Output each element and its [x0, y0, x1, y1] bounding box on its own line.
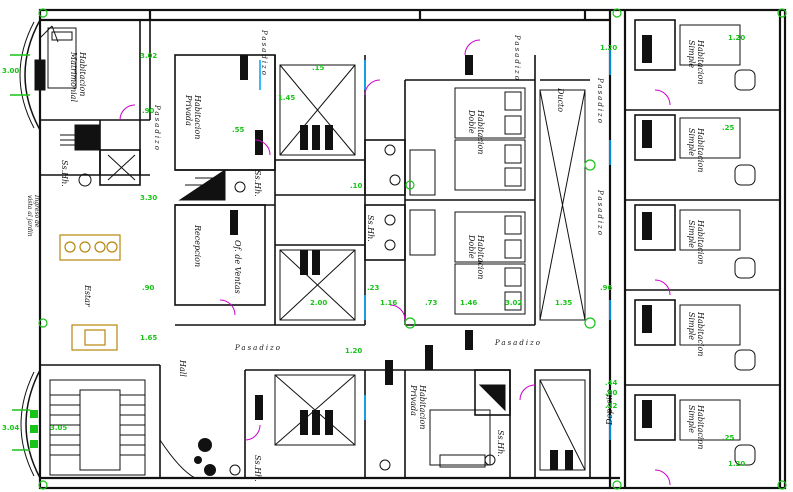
dim-90b: .90 — [142, 284, 155, 292]
estar-label: Estar — [83, 284, 92, 308]
dim-302b: 3.02 — [505, 299, 522, 307]
dim-200: 2.00 — [310, 299, 327, 307]
pasadizo-label-3: Pasadizo — [513, 34, 521, 82]
simple-1-label: Habitacion Simple — [687, 39, 705, 87]
privada-stair — [178, 169, 226, 201]
dim-120-right2: 1.20 — [728, 460, 745, 468]
dim-96: .96 — [600, 284, 613, 292]
dim-120-mid: 1.20 — [600, 44, 617, 52]
simple-5-label: Habitacion Simple — [687, 404, 705, 452]
pasadizo-label-2: Pasadizo — [153, 104, 161, 152]
dim-330: 3.30 — [140, 194, 157, 202]
dim-25b: .25 — [722, 434, 735, 442]
shafts — [279, 64, 586, 321]
dim-302: 3.02 — [140, 52, 157, 60]
ssh-label-2: Ss.Hh. — [253, 170, 262, 197]
dim-304: 3.04 — [2, 424, 19, 432]
dim-25a: .25 — [722, 124, 735, 132]
simple-2-label: Habitacion Simple — [687, 127, 705, 175]
pasadizo-label-1: Pasadizo — [260, 29, 268, 77]
doble-top-label: Habitacion Doble — [467, 109, 485, 157]
matrimonial-label: Habitacion Matrimonial — [69, 51, 87, 102]
dim-44: .44 — [605, 379, 618, 387]
dim-73: .73 — [425, 299, 438, 307]
simple-3-label: Habitacion Simple — [687, 219, 705, 267]
doble-beds — [454, 87, 526, 315]
jardin-label: Ingreso de vista al jardin — [26, 194, 40, 237]
ssh-label-4: Ss.Hh. — [496, 430, 505, 457]
dim-80: .80 — [605, 389, 618, 397]
simple-4-label: Habitacion Simple — [687, 311, 705, 359]
dim-15: .15 — [312, 64, 325, 72]
dimension-labels: 3.02 3.00 3.30 .90 .90 1.65 3.05 3.04 1.… — [2, 34, 745, 468]
column-markers — [38, 8, 787, 490]
pasadizo-label-5: Pasadizo — [234, 344, 282, 352]
ssh-label-5: Ss.Hh. — [253, 455, 262, 482]
right-rooms — [625, 19, 780, 441]
windows — [259, 50, 611, 440]
central-walls — [174, 54, 590, 326]
dim-145: 1.45 — [278, 94, 295, 102]
dim-120-left: 1.20 — [345, 347, 362, 355]
dim-23: .23 — [367, 284, 380, 292]
hall-label: Hall — [178, 359, 187, 377]
privada-bottom-label: Habitacion Privada — [409, 384, 427, 432]
left-column — [40, 20, 161, 478]
dim-300: 3.00 — [2, 67, 19, 75]
wardrobes — [230, 35, 652, 470]
simple-beds — [679, 24, 756, 466]
stair-top — [60, 124, 136, 181]
ssh-label-3: Ss.Hh. — [366, 215, 375, 242]
room-labels: Habitacion Matrimonial Habitacion Privad… — [26, 29, 705, 482]
of-ventas-label: Of. de Ventas — [233, 240, 242, 294]
dim-10: .10 — [350, 182, 363, 190]
dim-146: 1.46 — [460, 299, 477, 307]
pasadizo-label-6: Pasadizo — [494, 339, 542, 347]
deposito-label: Deposito — [605, 389, 614, 426]
lower-central-walls — [244, 369, 591, 479]
dim-165: 1.65 — [140, 334, 157, 342]
doble-mid-label: Habitacion Doble — [467, 234, 485, 282]
recepcion-label: Recepcion — [193, 224, 202, 267]
door-swings — [119, 39, 671, 486]
outer-walls — [38, 8, 787, 490]
dim-305: 3.05 — [50, 424, 67, 432]
plants — [194, 438, 216, 476]
dim-116: 1.16 — [380, 299, 397, 307]
ducto-label: Ducto — [556, 87, 565, 112]
dim-135: 1.35 — [555, 299, 572, 307]
estar-furniture — [59, 234, 121, 351]
pasadizo-label-7: Pasadizo — [596, 77, 604, 125]
dim-120-right1: 1.20 — [728, 34, 745, 42]
pasadizo-label-4: Pasadizo — [596, 189, 604, 237]
left-bays — [10, 19, 41, 479]
privada-top-label: Habitacion Privada — [184, 94, 202, 142]
fixtures — [78, 144, 496, 476]
dim-22: .22 — [605, 402, 618, 410]
ssh-label-1: Ss.Hh. — [60, 160, 69, 187]
matrimonial-bed — [34, 25, 77, 91]
stair-bottom — [30, 379, 196, 479]
dim-90a: .90 — [142, 107, 155, 115]
dim-55: .55 — [232, 126, 245, 134]
